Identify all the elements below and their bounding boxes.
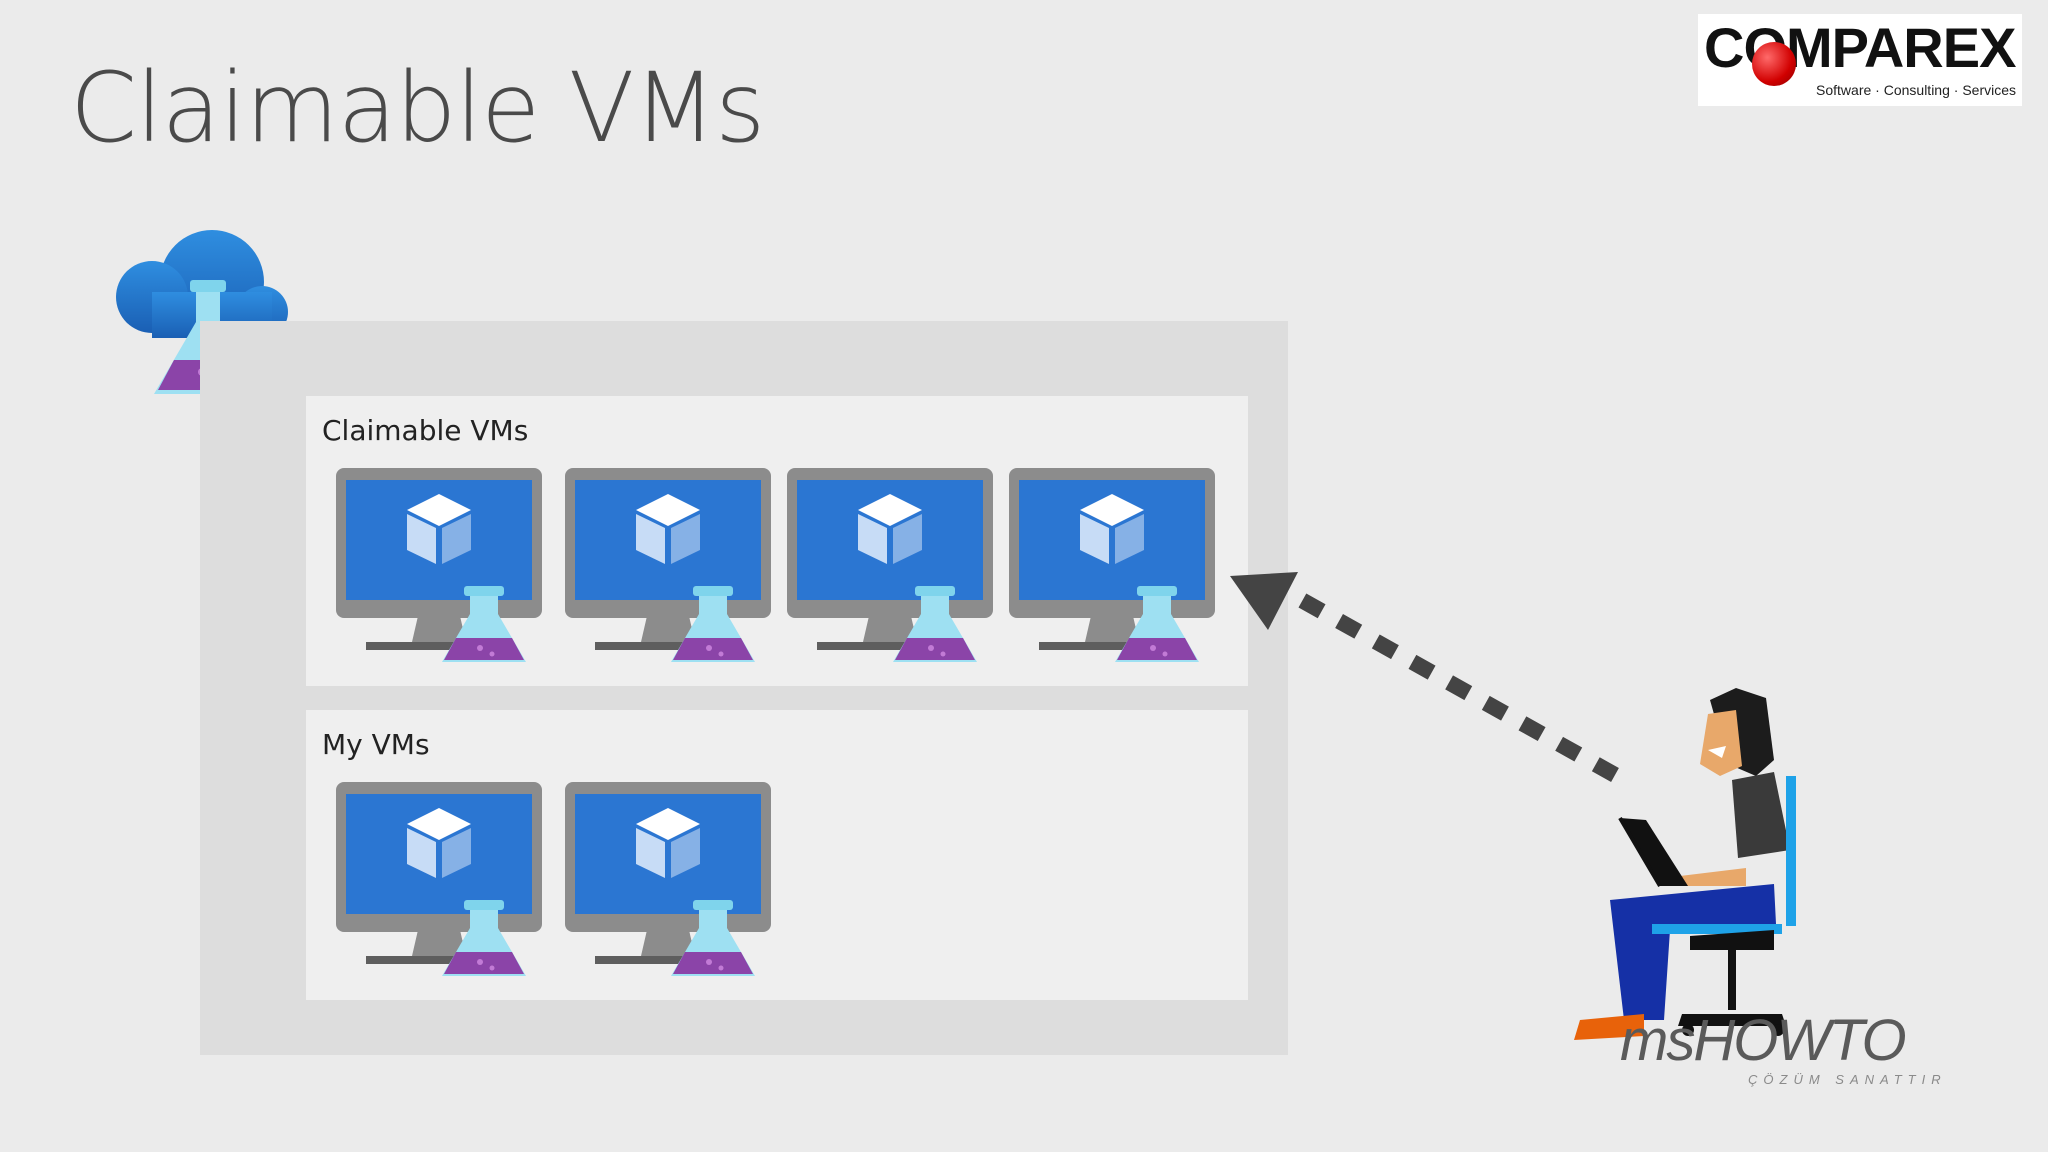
my-vms-label: My VMs: [322, 728, 430, 761]
claimable-vm[interactable]: [559, 466, 771, 666]
claimable-vm[interactable]: [330, 466, 542, 666]
claimable-vm[interactable]: [1003, 466, 1215, 666]
logo-name: COMPAREX: [1704, 20, 2015, 76]
my-vm[interactable]: [330, 780, 542, 980]
claimable-vms-label: Claimable VMs: [322, 414, 528, 447]
logo-tagline: Software · Consulting · Services: [1816, 82, 2016, 98]
slide-title: Claimable VMs: [70, 52, 764, 164]
my-vms-panel: My VMs: [306, 710, 1248, 1000]
logo-red-ball-icon: [1752, 42, 1796, 86]
comparex-logo: COMPAREX Software · Consulting · Service…: [1698, 14, 2022, 106]
person-at-laptop-icon: [1560, 680, 1830, 1060]
lab-container: Claimable VMs My VMs: [200, 321, 1288, 1055]
claimable-vm[interactable]: [781, 466, 993, 666]
mshowto-tagline: ÇÖZÜM SANATTIR: [1748, 1072, 1947, 1087]
my-vm[interactable]: [559, 780, 771, 980]
mshowto-watermark: msHOWTO: [1620, 1012, 1905, 1070]
claimable-vms-panel: Claimable VMs: [306, 396, 1248, 686]
